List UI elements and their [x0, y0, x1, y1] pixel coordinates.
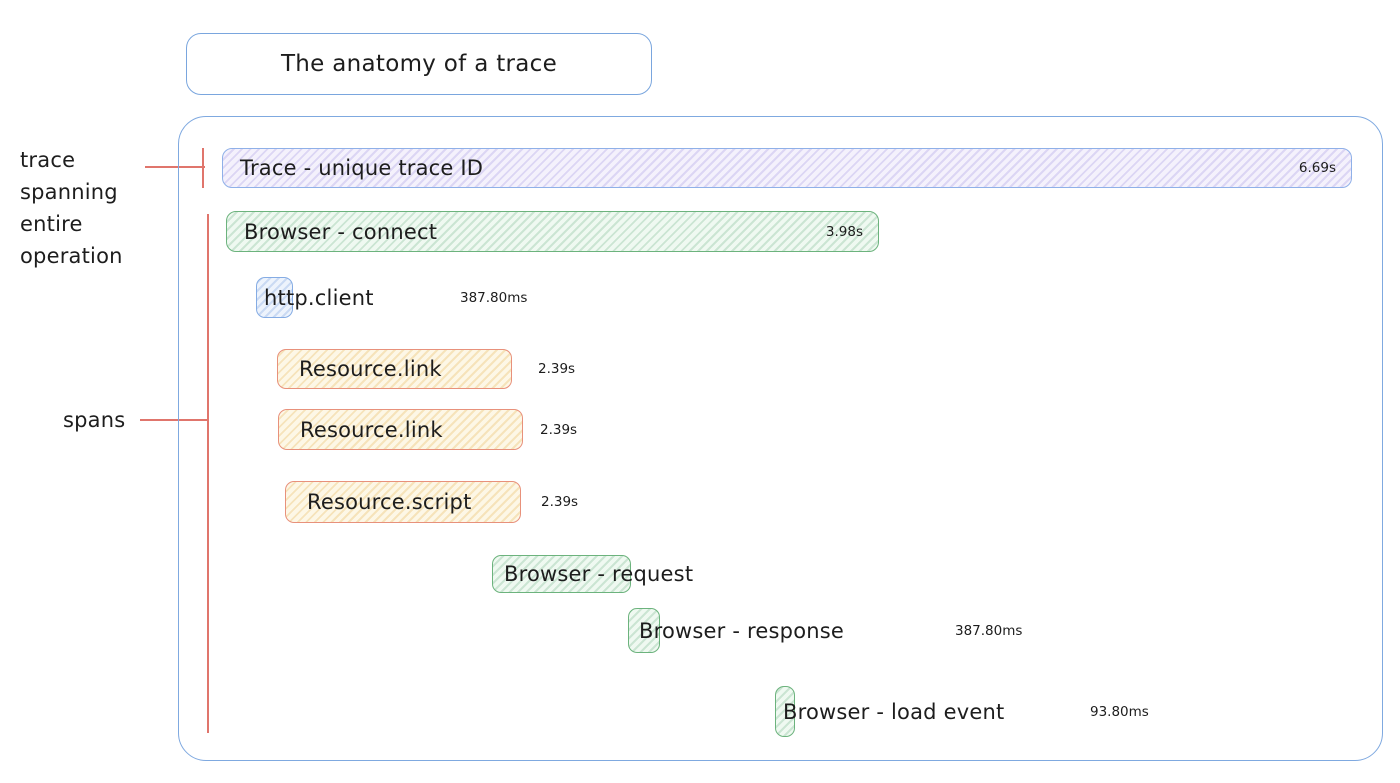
trace-annotation-line: entire	[20, 212, 83, 236]
trace-bar-label: Trace - unique trace ID	[240, 156, 484, 180]
span-label: Browser - connect	[244, 219, 438, 244]
span-bar-resource-link-2	[278, 409, 523, 450]
span-duration: 2.39s	[538, 361, 576, 377]
span-bar-browser-connect: Browser - connect 3.98s	[226, 211, 879, 252]
spans-annotation-label: spans	[63, 408, 126, 432]
span-label: Browser - response	[639, 618, 845, 643]
trace-pointer-tick	[202, 148, 204, 188]
span-bar-browser-load-event	[775, 686, 795, 737]
trace-bar: Trace - unique trace ID 6.69s	[222, 148, 1352, 188]
trace-bar-duration: 6.69s	[1298, 160, 1336, 176]
span-row-browser-load-event: Browser - load event 93.80ms	[775, 686, 1175, 737]
span-label: Resource.script	[307, 490, 472, 514]
span-bar-browser-response	[628, 608, 660, 653]
span-label: Browser - load event	[783, 699, 1005, 724]
title-box: The anatomy of a trace	[186, 33, 652, 95]
span-duration: 2.39s	[541, 494, 579, 510]
spans-pointer-line	[140, 419, 208, 421]
span-bar-resource-script	[285, 481, 521, 523]
span-duration: 387.80ms	[460, 289, 528, 306]
spans-bracket-line	[207, 214, 209, 733]
span-label: Resource.link	[300, 417, 443, 442]
span-label: http.client	[264, 285, 374, 310]
span-duration: 387.80ms	[955, 622, 1023, 639]
span-bar-browser-request	[492, 555, 631, 593]
span-row-browser-response: Browser - response 387.80ms	[628, 608, 1048, 653]
page-title: The anatomy of a trace	[280, 51, 558, 77]
span-row-http-client: http.client 387.80ms	[256, 277, 656, 318]
span-duration: 93.80ms	[1090, 703, 1149, 720]
span-row-resource-link-1: Resource.link 2.39s	[277, 349, 677, 389]
span-bar-resource-link-1	[277, 349, 512, 389]
span-label: Resource.link	[299, 357, 442, 381]
trace-annotation-line: operation	[20, 244, 123, 268]
spans-annotation-text: spans	[63, 404, 125, 436]
span-row-resource-script: Resource.script 2.39s	[285, 481, 685, 523]
span-duration: 2.39s	[540, 421, 578, 438]
span-bar-http-client	[256, 277, 293, 318]
trace-annotation-line: spanning	[20, 180, 118, 204]
span-row-resource-link-2: Resource.link 2.39s	[278, 409, 678, 450]
trace-pointer-line	[145, 166, 205, 168]
trace-container	[178, 116, 1383, 761]
span-row-browser-request: Browser - request	[492, 555, 792, 593]
trace-annotation-line: trace	[20, 148, 76, 172]
span-duration: 3.98s	[825, 223, 863, 240]
span-label: Browser - request	[504, 562, 694, 586]
trace-annotation-text: trace spanning entire operation	[20, 144, 123, 272]
